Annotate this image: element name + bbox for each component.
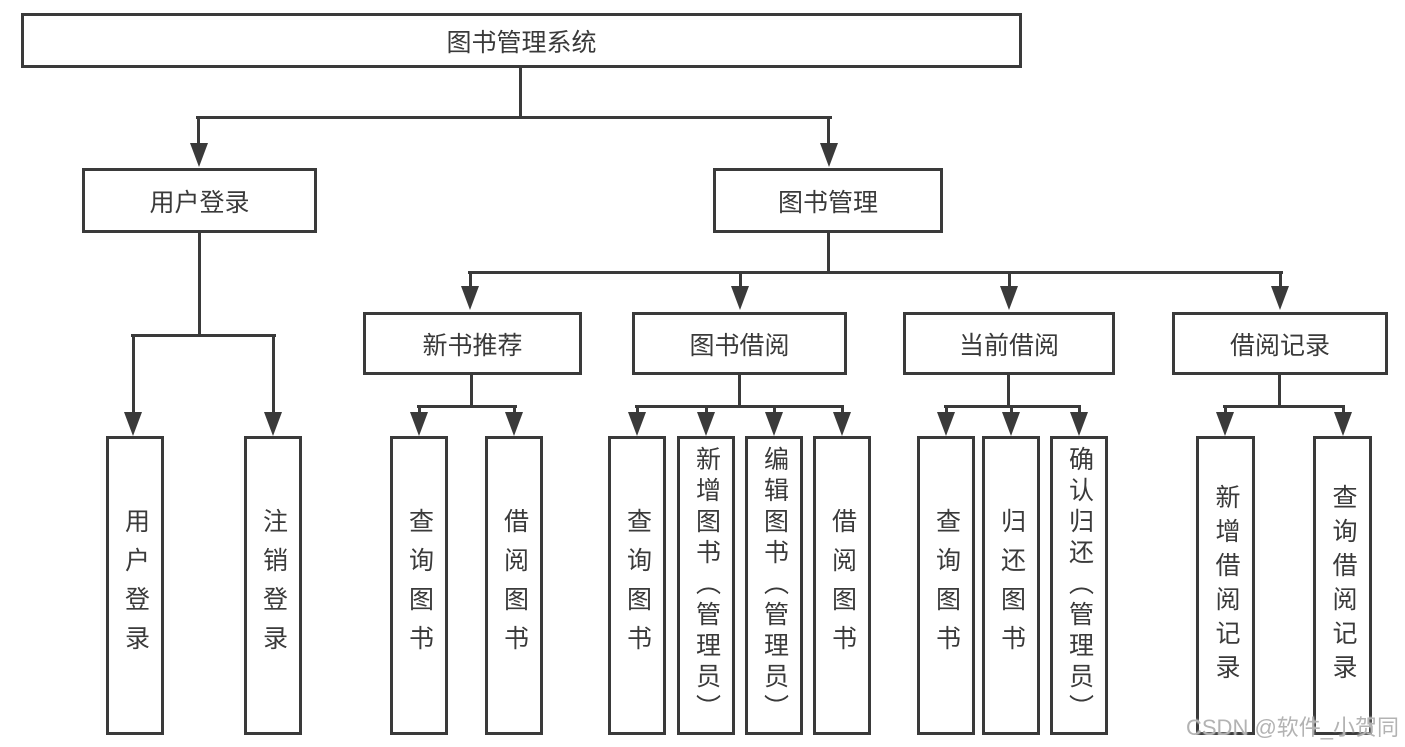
node-current-borrowing: 当前借阅 (903, 312, 1115, 375)
node-book-borrowing: 图书借阅 (632, 312, 847, 375)
connector-line (827, 233, 830, 274)
connector-line (196, 116, 832, 119)
connector-line (1007, 375, 1010, 408)
connector-line (132, 334, 135, 418)
node-leaf-add-borrow-record: 新增借阅记录 (1196, 436, 1255, 735)
node-leaf-user-login: 用户登录 (106, 436, 164, 735)
connector-line (827, 116, 830, 148)
arrowhead-icon (505, 412, 523, 436)
arrowhead-icon (628, 412, 646, 436)
watermark: CSDN @软件_小贺同学 (1186, 715, 1400, 740)
arrowhead-icon (190, 143, 208, 167)
connector-line (469, 271, 472, 291)
connector-line (636, 405, 639, 415)
connector-line (1223, 405, 1345, 408)
node-leaf-query-books-borrowing: 查询图书 (608, 436, 666, 735)
arrowhead-icon (461, 286, 479, 310)
node-leaf-logout: 注销登录 (244, 436, 302, 735)
node-leaf-return-book: 归还图书 (982, 436, 1040, 735)
arrowhead-icon (1271, 286, 1289, 310)
connector-line (1278, 375, 1281, 408)
node-system-root: 图书管理系统 (21, 13, 1022, 68)
connector-line (1342, 405, 1345, 415)
arrowhead-icon (1334, 412, 1352, 436)
node-leaf-query-borrow-record: 查询借阅记录 (1313, 436, 1372, 735)
node-leaf-edit-book-admin: 编辑图书（管理员） (745, 436, 803, 735)
connector-line (197, 116, 200, 148)
connector-line (131, 334, 276, 337)
arrowhead-icon (731, 286, 749, 310)
arrowhead-icon (765, 412, 783, 436)
connector-line (470, 375, 473, 408)
node-borrowing-records: 借阅记录 (1172, 312, 1388, 375)
arrowhead-icon (937, 412, 955, 436)
node-leaf-borrow-books-recommend: 借阅图书 (485, 436, 543, 735)
arrowhead-icon (124, 412, 142, 436)
arrowhead-icon (264, 412, 282, 436)
arrowhead-icon (410, 412, 428, 436)
arrowhead-icon (1000, 286, 1018, 310)
arrowhead-icon (1216, 412, 1234, 436)
node-leaf-confirm-return-admin: 确认归还（管理员） (1050, 436, 1108, 735)
connector-line (705, 405, 708, 415)
connector-line (272, 334, 275, 418)
node-leaf-borrow-books-borrowing: 借阅图书 (813, 436, 871, 735)
connector-line (198, 232, 201, 337)
node-leaf-add-book-admin: 新增图书（管理员） (677, 436, 735, 735)
arrowhead-icon (833, 412, 851, 436)
connector-line (739, 271, 742, 291)
connector-line (773, 405, 776, 415)
connector-line (1010, 405, 1013, 415)
connector-line (1224, 405, 1227, 415)
node-user-login: 用户登录 (82, 168, 317, 233)
connector-line (468, 271, 1283, 274)
connector-line (418, 405, 421, 415)
node-leaf-query-books-recommend: 查询图书 (390, 436, 448, 735)
node-new-book-recommendation: 新书推荐 (363, 312, 582, 375)
connector-line (945, 405, 948, 415)
connector-line (1078, 405, 1081, 415)
arrowhead-icon (820, 143, 838, 167)
connector-line (1008, 271, 1011, 291)
connector-line (519, 68, 522, 119)
connector-line (738, 375, 741, 408)
arrowhead-icon (697, 412, 715, 436)
arrowhead-icon (1070, 412, 1088, 436)
connector-line (1279, 271, 1282, 291)
arrowhead-icon (1002, 412, 1020, 436)
node-book-management: 图书管理 (713, 168, 943, 233)
connector-line (841, 405, 844, 415)
connector-line (513, 405, 516, 415)
node-leaf-query-books-current: 查询图书 (917, 436, 975, 735)
connector-line (417, 405, 517, 408)
connector-line (635, 405, 844, 408)
